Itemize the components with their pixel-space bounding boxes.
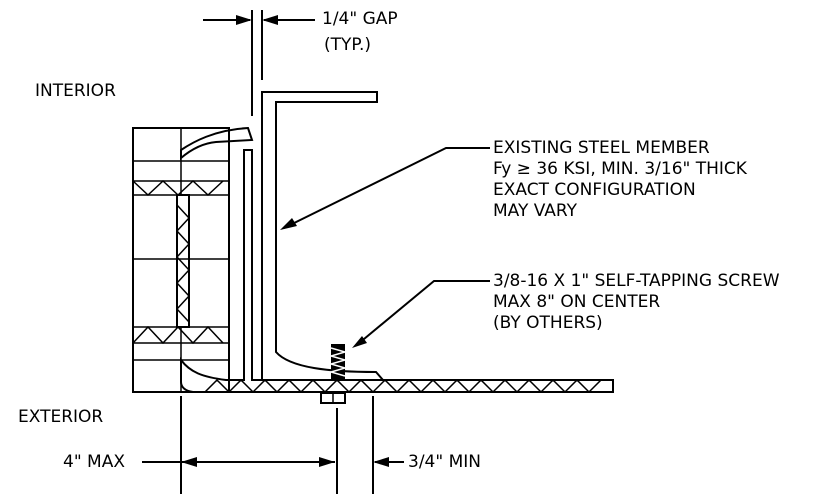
- min-dimension-label: 3/4" MIN: [408, 452, 481, 472]
- steel-member-note-line: Fy ≥ 36 KSI, MIN. 3/16" THICK: [493, 159, 747, 179]
- steel-member-note: EXISTING STEEL MEMBER Fy ≥ 36 KSI, MIN. …: [493, 138, 747, 222]
- interior-label: INTERIOR: [35, 81, 116, 101]
- dimension-and-leader-lines: [142, 10, 490, 494]
- screw-note: 3/8-16 X 1" SELF-TAPPING SCREW MAX 8" ON…: [493, 271, 780, 334]
- gap-note: 1/4" GAP (TYP.): [322, 9, 398, 56]
- screw-note-line: (BY OTHERS): [493, 313, 603, 333]
- gap-note-line: (TYP.): [324, 35, 372, 55]
- steel-member: [261, 91, 386, 381]
- self-tapping-screw: [320, 344, 348, 404]
- max-dimension-label: 4" MAX: [63, 452, 125, 472]
- screw-note-line: MAX 8" ON CENTER: [493, 292, 661, 312]
- steel-member-note-line: EXISTING STEEL MEMBER: [493, 138, 710, 158]
- glazing-frame: [132, 127, 230, 393]
- screw-note-line: 3/8-16 X 1" SELF-TAPPING SCREW: [493, 271, 780, 291]
- base-angle: [180, 126, 614, 394]
- exterior-label: EXTERIOR: [18, 407, 104, 427]
- steel-member-note-line: EXACT CONFIGURATION: [493, 180, 696, 200]
- steel-member-note-line: MAY VARY: [493, 201, 578, 221]
- gap-note-line: 1/4" GAP: [322, 9, 398, 29]
